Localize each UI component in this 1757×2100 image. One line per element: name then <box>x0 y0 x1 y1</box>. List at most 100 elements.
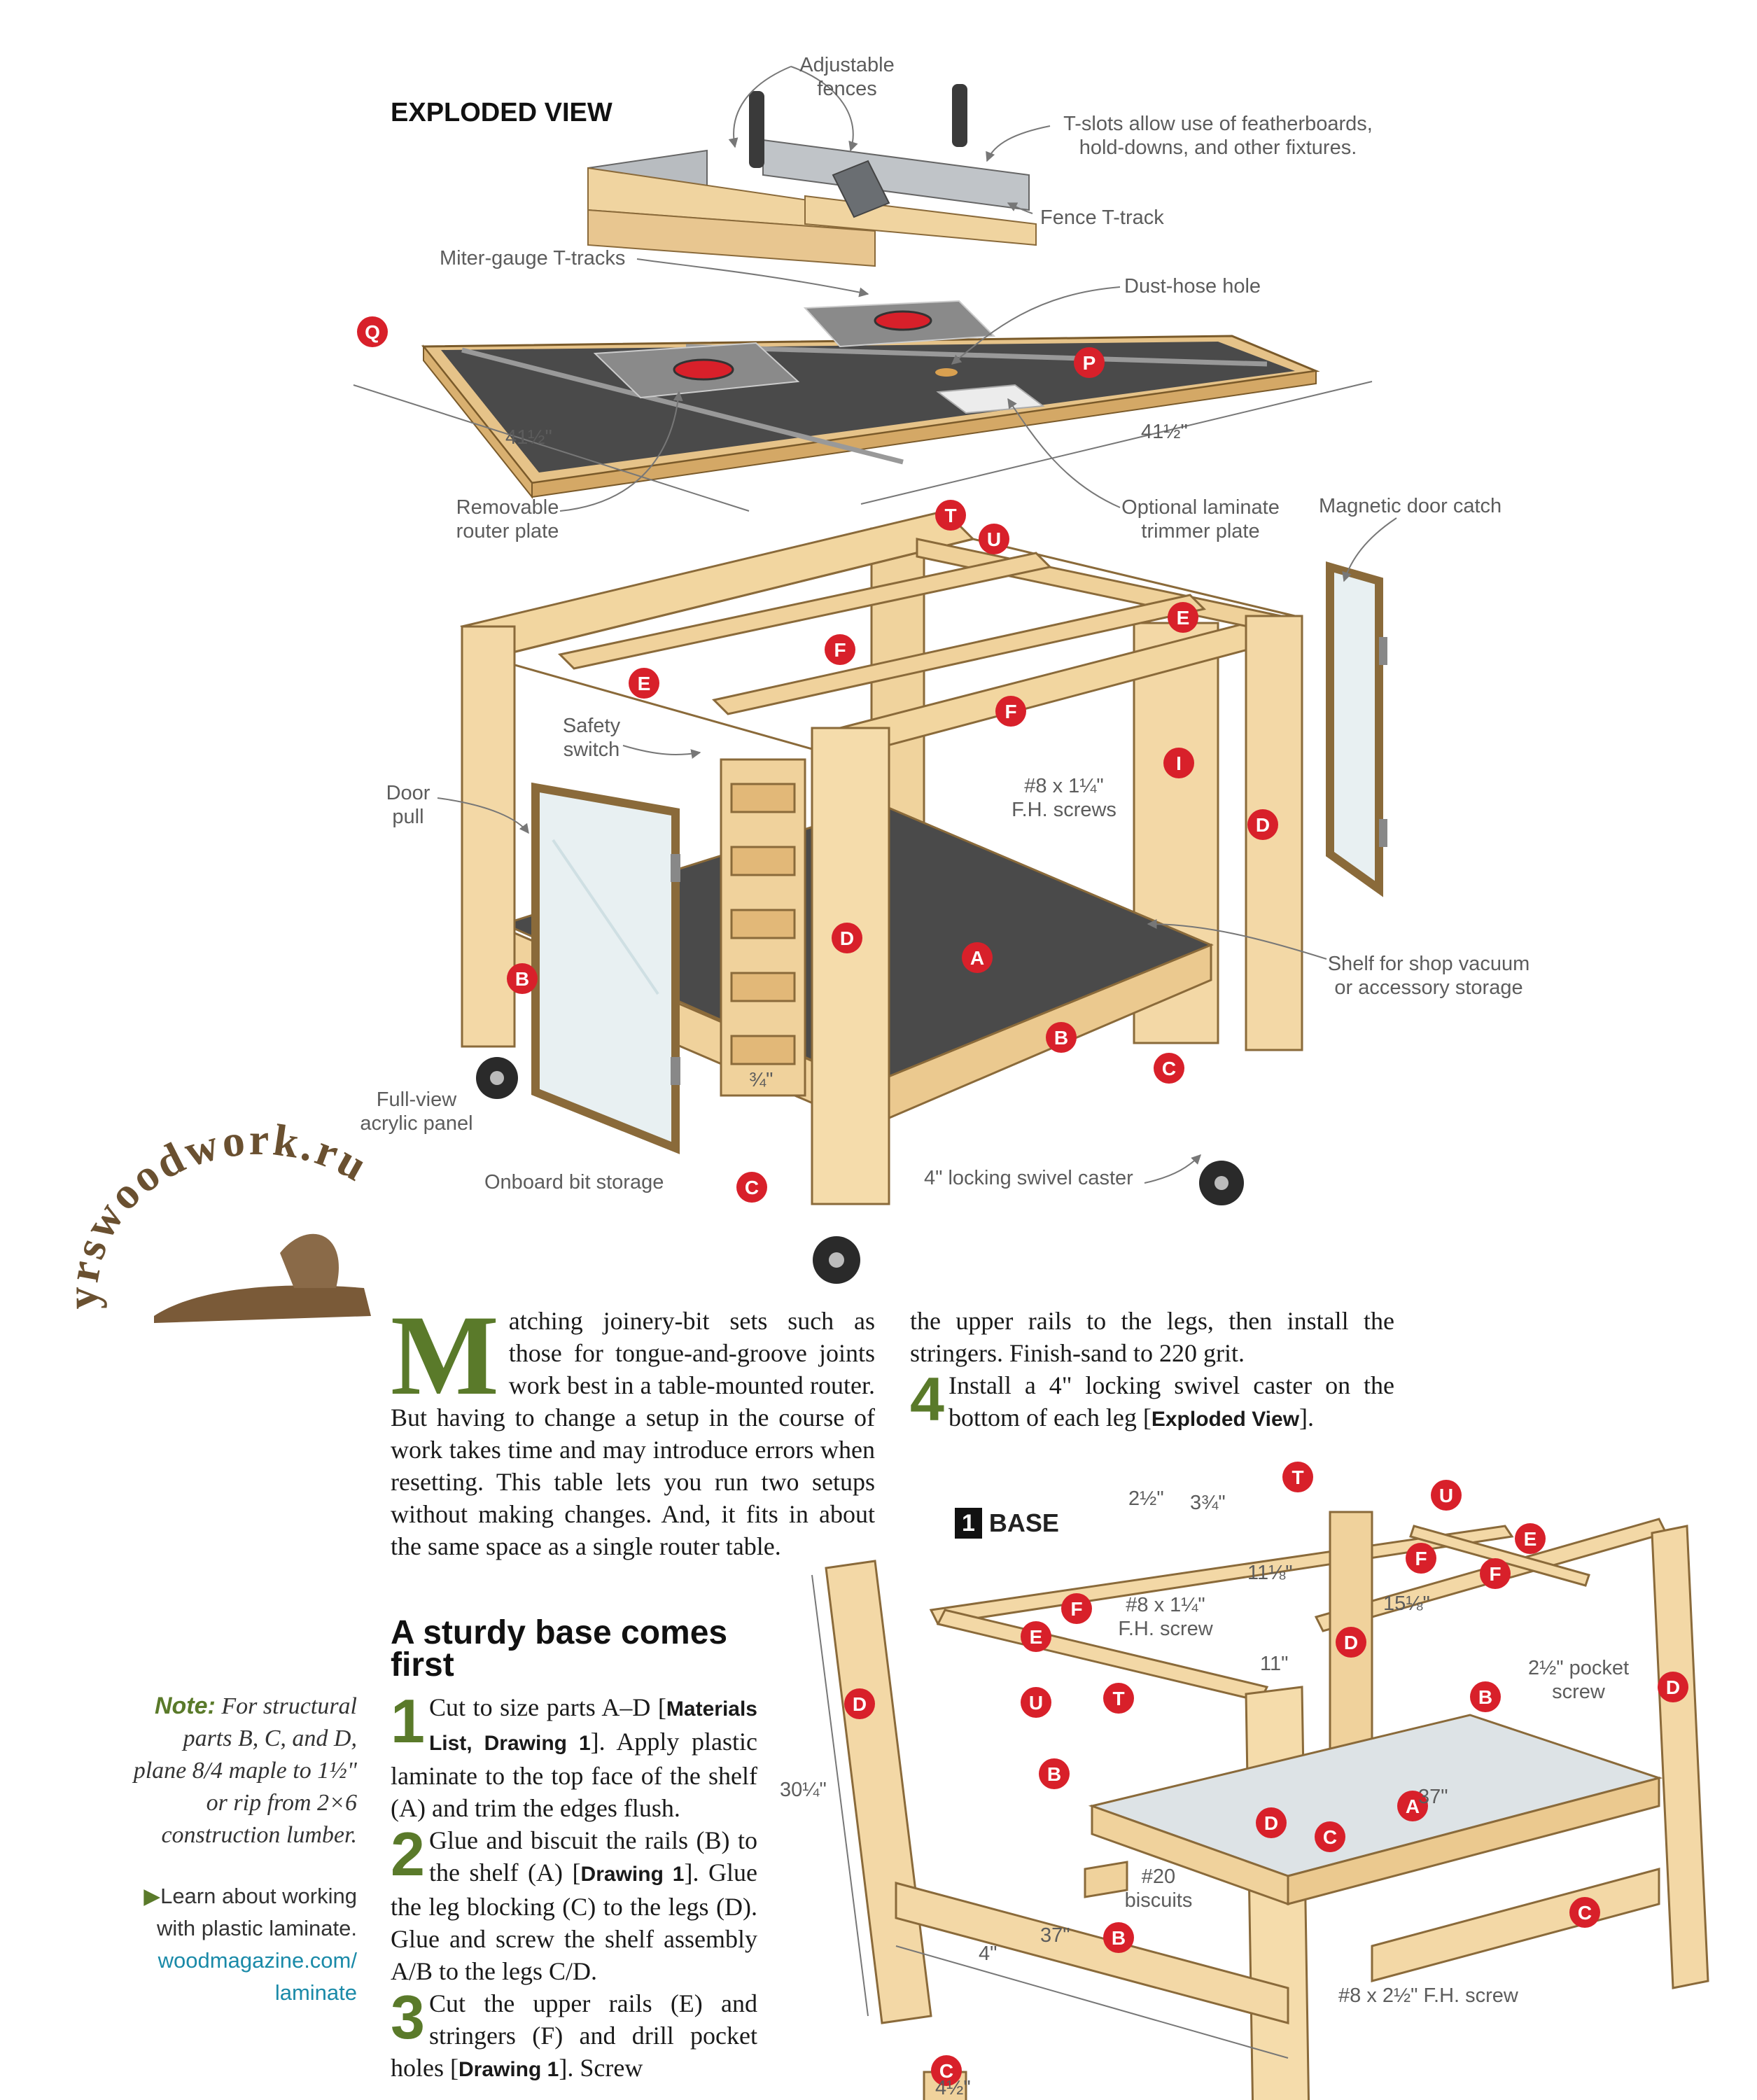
callout-removable-plate: Removable router plate <box>456 496 559 542</box>
d1-dim-1: 2½" <box>1128 1488 1164 1510</box>
continued-text: the upper rails to the legs, then instal… <box>910 1307 1394 1367</box>
svg-text:U: U <box>1029 1692 1043 1714</box>
part-badge: D <box>1247 809 1278 840</box>
svg-text:D: D <box>1264 1812 1278 1834</box>
part-badge: F <box>1406 1543 1436 1574</box>
svg-text:U: U <box>1439 1485 1453 1506</box>
svg-text:F: F <box>1415 1548 1427 1569</box>
svg-text:B: B <box>1054 1027 1068 1049</box>
play-icon: ▶ <box>144 1884 161 1908</box>
callout-shelf: Shelf for shop vacuum or accessory stora… <box>1327 953 1530 999</box>
callout-optional-plate: Optional laminate trimmer plate <box>1121 496 1280 542</box>
part-badge: C <box>931 2055 962 2086</box>
svg-text:C: C <box>1162 1058 1176 1079</box>
svg-text:C: C <box>745 1177 759 1198</box>
dim-depth: 41½" <box>1141 421 1188 443</box>
svg-text:D: D <box>853 1693 867 1715</box>
structural-note: Note: For structural parts B, C, and D, … <box>133 1690 357 1851</box>
d1-leg-d: 4½" <box>935 2077 971 2099</box>
svg-text:B: B <box>1478 1686 1492 1708</box>
svg-text:U: U <box>987 528 1001 550</box>
part-badge: A <box>962 942 993 973</box>
d1-len-right: 37" <box>1418 1786 1448 1808</box>
part-badge: D <box>1658 1672 1688 1702</box>
svg-text:E: E <box>638 673 651 694</box>
part-badge: F <box>1061 1593 1092 1624</box>
part-badge: E <box>1168 602 1198 633</box>
svg-text:F: F <box>1004 701 1016 722</box>
svg-text:D: D <box>840 927 854 949</box>
section-heading: A sturdy base comes first <box>391 1614 728 1684</box>
callout-fence-t-track: Fence T-track <box>1040 206 1164 229</box>
fence-assembly <box>587 84 1037 267</box>
svg-text:A: A <box>970 947 984 969</box>
part-badge: C <box>736 1172 767 1203</box>
note-text: For structural parts B, C, and D, plane … <box>133 1693 357 1848</box>
callout-magnetic-catch: Magnetic door catch <box>1319 495 1502 517</box>
link-url[interactable]: woodmagazine.com/ laminate <box>158 1948 357 2005</box>
part-badge: C <box>1154 1053 1184 1084</box>
part-badge: T <box>1103 1683 1134 1714</box>
svg-text:D: D <box>1666 1676 1680 1698</box>
callout-bit-storage: Onboard bit storage <box>484 1171 664 1194</box>
article-intro: M atching joinery-bit sets such as those… <box>391 1298 875 1562</box>
svg-text:F: F <box>1489 1563 1501 1585</box>
svg-text:P: P <box>1083 352 1096 374</box>
watermark-logo: yrswoodwork.ru <box>70 1114 375 1323</box>
part-badge: E <box>1515 1523 1546 1554</box>
part-badge: I <box>1163 748 1194 778</box>
svg-text:D: D <box>1344 1632 1358 1653</box>
svg-text:B: B <box>515 968 529 990</box>
callout-caster: 4" locking swivel caster <box>924 1167 1133 1189</box>
link-intro: Learn about working with plastic laminat… <box>156 1884 357 1940</box>
exploded-view-title: EXPLODED VIEW <box>391 98 612 127</box>
part-badge: F <box>825 634 855 665</box>
svg-text:Q: Q <box>365 321 380 343</box>
svg-text:E: E <box>1177 607 1190 629</box>
d1-screw-note: #8 x 1¼" F.H. screw <box>1118 1594 1213 1640</box>
note-label: Note: <box>154 1693 216 1719</box>
callout-miter-gauge: Miter-gauge T-tracks <box>440 247 626 270</box>
part-badge: U <box>1431 1480 1462 1511</box>
exploded-part-badges: Q P T U F E E F I D D A B B C C <box>357 316 1278 1203</box>
part-badge: Q <box>357 316 388 347</box>
svg-text:T: T <box>944 505 956 526</box>
svg-text:B: B <box>1047 1763 1061 1785</box>
drawing-1-label: 1 BASE <box>955 1508 1059 1539</box>
base-frame <box>460 510 1303 1205</box>
part-badge: T <box>1282 1462 1313 1492</box>
laminate-link-block[interactable]: ▶Learn about working with plastic lamina… <box>133 1880 357 2009</box>
column-two-text: the upper rails to the legs, then instal… <box>910 1305 1394 1436</box>
callout-safety-switch: Safety switch <box>562 715 621 761</box>
svg-text:I: I <box>1176 752 1182 774</box>
part-badge: F <box>995 696 1026 727</box>
part-badge: E <box>1021 1621 1051 1652</box>
part-badge: U <box>979 524 1009 554</box>
d1-screw2-note: #8 x 2½" F.H. screw <box>1338 1984 1518 2007</box>
callout-door-pull: Door pull <box>386 782 430 828</box>
svg-text:E: E <box>1524 1528 1537 1550</box>
drawing-title: BASE <box>988 1508 1059 1537</box>
part-badge: F <box>1480 1558 1511 1589</box>
d1-dim-5: 11" <box>1260 1653 1289 1675</box>
part-badge: T <box>935 500 966 531</box>
svg-text:F: F <box>834 639 846 661</box>
part-badge: P <box>1074 347 1105 378</box>
svg-text:T: T <box>1112 1688 1124 1709</box>
drawing-number: 1 <box>955 1508 982 1539</box>
part-badge: C <box>1569 1897 1600 1928</box>
d1-dim-2: 3¾" <box>1190 1492 1226 1514</box>
part-badge: C <box>1315 1821 1345 1852</box>
part-badge: B <box>1103 1922 1134 1953</box>
callout-adjustable-fences: Adjustable fences <box>799 54 895 100</box>
callout-dust-hose: Dust-hose hole <box>1124 275 1261 298</box>
part-badge: B <box>1470 1681 1501 1712</box>
part-badge: B <box>507 963 538 994</box>
part-badge: B <box>1046 1022 1077 1053</box>
d1-leg-w: 4" <box>979 1942 997 1965</box>
